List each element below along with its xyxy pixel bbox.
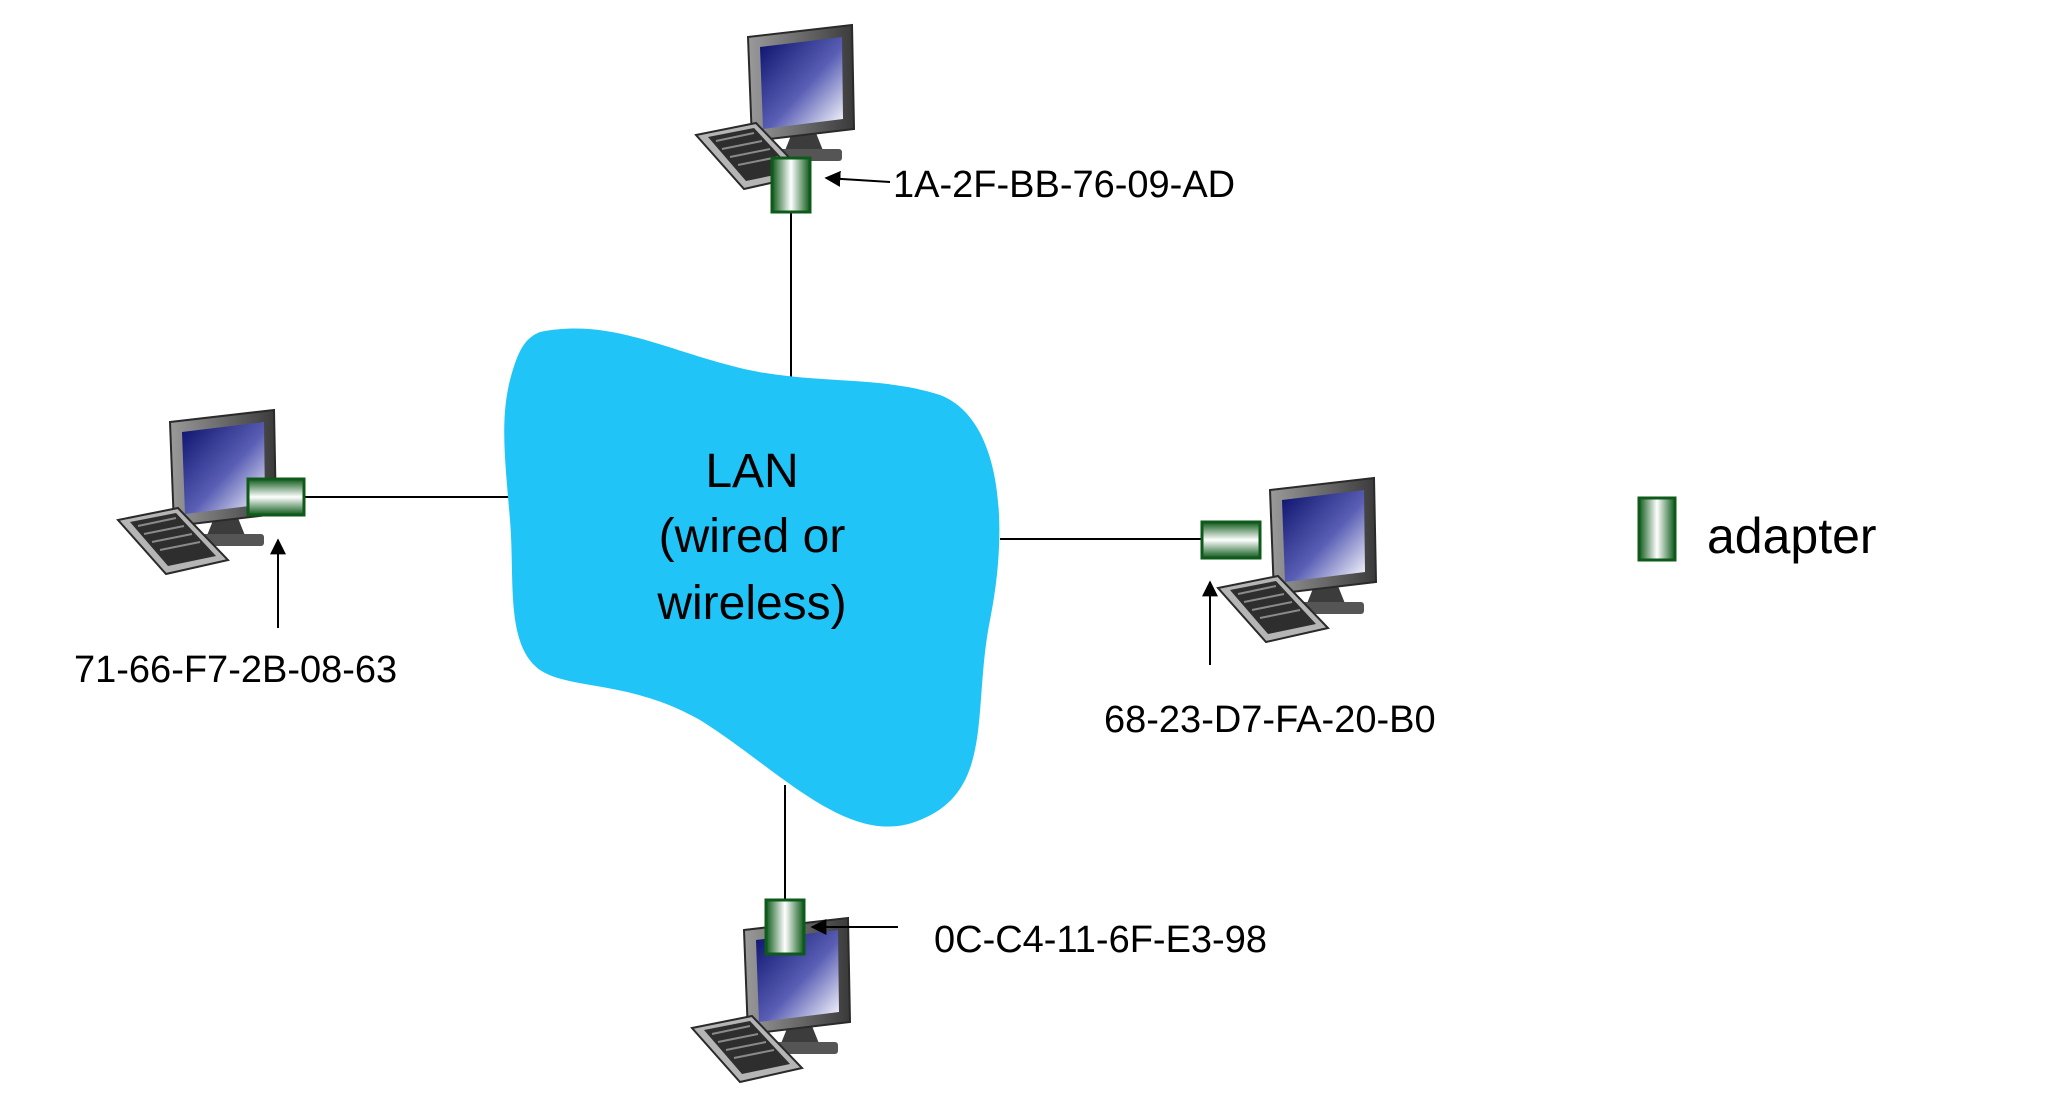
host-bottom: 0C-C4-11-6F-E3-98 — [691, 898, 1267, 1083]
mac-address-right: 68-23-D7-FA-20-B0 — [1104, 699, 1436, 741]
lan-label-line-1: LAN — [705, 445, 798, 498]
lan-label-line-2: (wired or — [659, 510, 846, 563]
mac-address-left: 71-66-F7-2B-08-63 — [74, 649, 397, 691]
adapter-icon — [764, 898, 806, 956]
legend-label: adapter — [1707, 508, 1877, 564]
adapter-icon — [246, 477, 306, 517]
computer-icon — [1217, 477, 1377, 643]
host-right: 68-23-D7-FA-20-B0 — [1104, 477, 1436, 741]
adapter-icon — [1200, 520, 1262, 560]
host-left: 71-66-F7-2B-08-63 — [74, 409, 397, 691]
mac-address-bottom: 0C-C4-11-6F-E3-98 — [934, 919, 1267, 961]
connection-lines — [300, 212, 1205, 902]
adapter-icon — [770, 156, 812, 214]
lan-label-line-3: wireless) — [656, 577, 846, 630]
host-top: 1A-2F-BB-76-09-AD — [695, 24, 1235, 214]
mac-address-top: 1A-2F-BB-76-09-AD — [893, 164, 1235, 206]
legend: adapter — [1637, 496, 1877, 564]
mac-arrow-top — [824, 170, 891, 187]
lan-cloud — [504, 328, 1000, 827]
adapter-icon — [1637, 496, 1677, 562]
